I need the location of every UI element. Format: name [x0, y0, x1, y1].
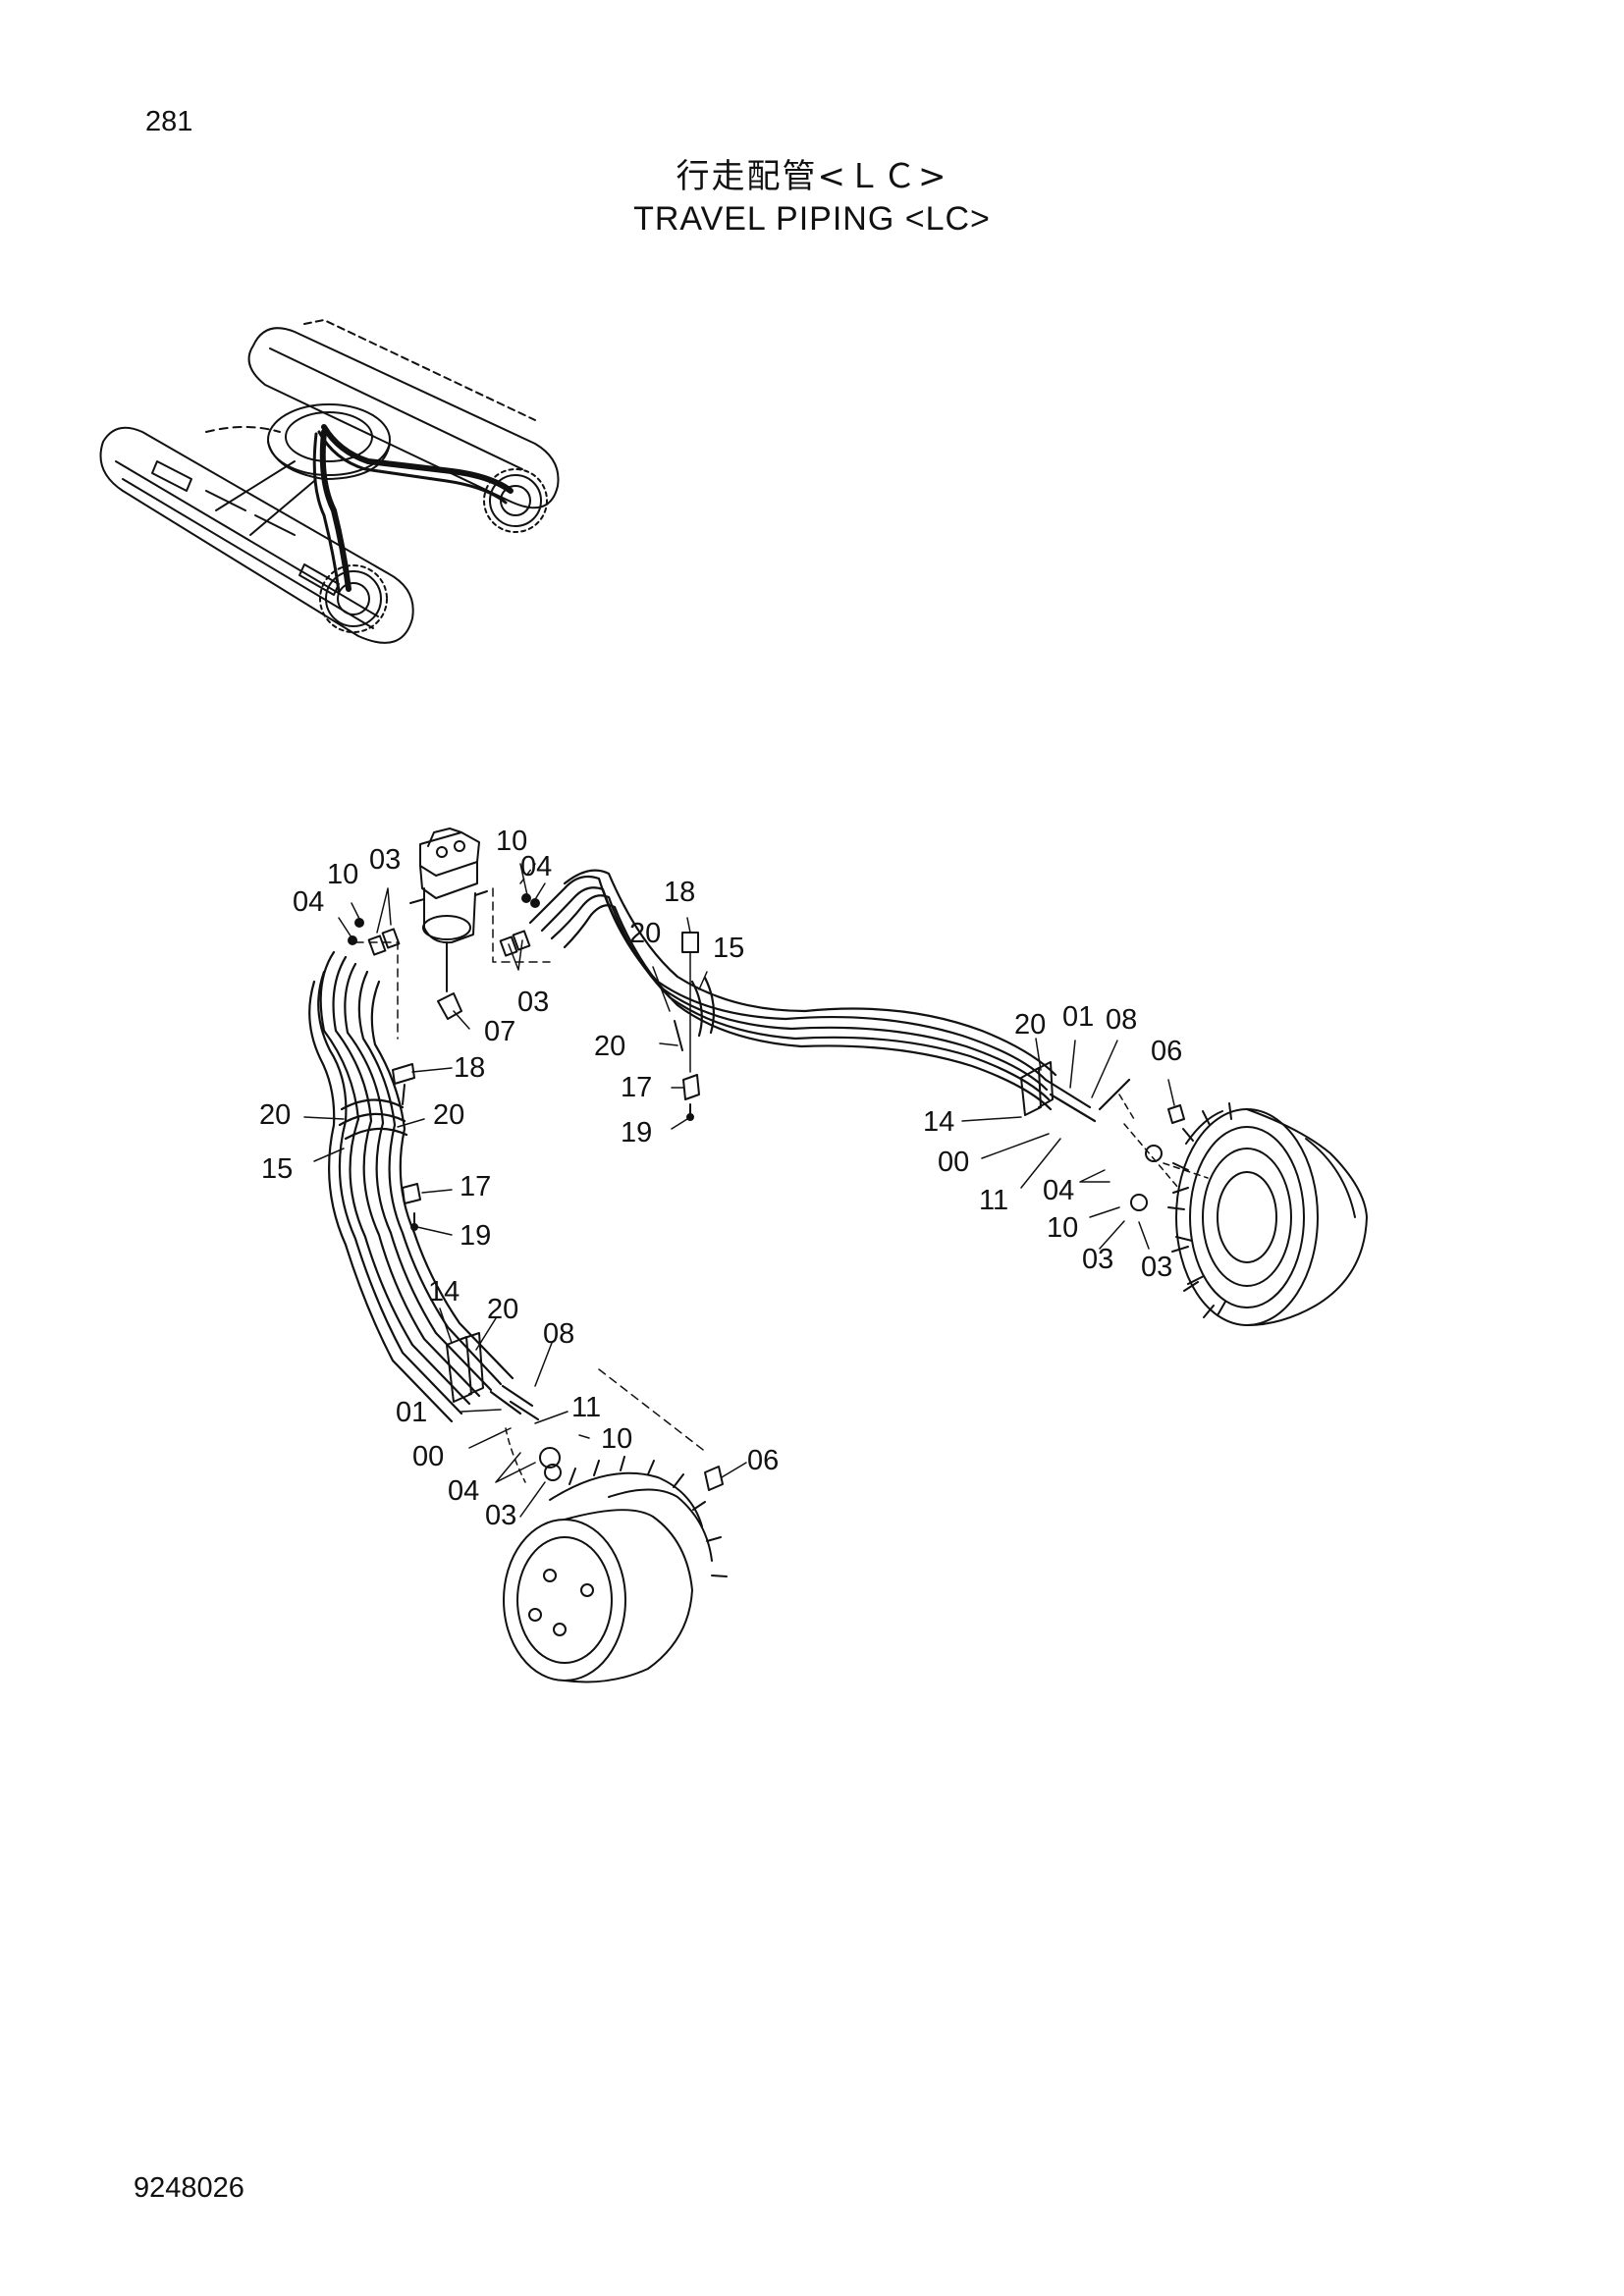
- callout-label: 10: [601, 1423, 632, 1455]
- clamp-lower: [446, 1332, 484, 1403]
- callout-label: 14: [428, 1276, 460, 1308]
- title-japanese: 行走配管<ＬＣ>: [676, 157, 948, 196]
- undercarriage-overview: [99, 319, 560, 644]
- callout-label: 20: [629, 918, 661, 949]
- document-code: 9248026: [134, 2172, 244, 2204]
- clamp-assembly-left: [392, 1063, 421, 1231]
- callout-label: 01: [396, 1397, 427, 1428]
- callout-label: 04: [448, 1475, 479, 1507]
- clamp-assembly-mid: [674, 932, 700, 1121]
- callout-label: 00: [412, 1441, 444, 1472]
- callout-label: 18: [664, 877, 695, 908]
- callout-label: 19: [621, 1117, 652, 1148]
- left-hose-bundle: [308, 950, 540, 1423]
- callout-label: 10: [327, 859, 358, 890]
- title-english: TRAVEL PIPING <LC>: [633, 200, 991, 238]
- callout-label: 15: [713, 933, 744, 964]
- callout-label: 03: [517, 987, 549, 1018]
- lower-travel-motor: [503, 1368, 728, 1683]
- callout-label: 03: [369, 844, 401, 876]
- callout-label: 04: [293, 886, 324, 918]
- callout-label: 20: [1014, 1009, 1046, 1041]
- callout-label: 11: [571, 1392, 601, 1423]
- callout-label: 19: [460, 1220, 491, 1252]
- leader-lines: [303, 863, 1175, 1518]
- callout-label: 20: [487, 1294, 518, 1325]
- callout-label: 10: [496, 826, 527, 857]
- callout-label: 20: [433, 1099, 464, 1131]
- callout-label: 20: [259, 1099, 291, 1131]
- callout-label: 06: [747, 1445, 779, 1476]
- callout-labels: 10 03 04 10 04 03 07 18 20 15 20 17 19 1…: [259, 826, 1182, 1531]
- callout-label: 08: [1106, 1004, 1137, 1036]
- callout-label: 04: [1043, 1175, 1074, 1206]
- callout-label: 11: [979, 1185, 1008, 1216]
- callout-label: 04: [520, 851, 552, 882]
- callout-label: 00: [938, 1147, 969, 1178]
- callout-label: 03: [485, 1500, 516, 1531]
- callout-label: 14: [923, 1106, 954, 1138]
- callout-label: 03: [1141, 1252, 1172, 1283]
- callout-label: 17: [621, 1072, 652, 1103]
- callout-label: 15: [261, 1153, 293, 1185]
- callout-label: 07: [484, 1016, 515, 1047]
- clamp-right: [1020, 1061, 1054, 1116]
- center-fittings: [348, 893, 540, 957]
- callout-label: 01: [1062, 1001, 1094, 1033]
- callout-label: 03: [1082, 1244, 1113, 1275]
- callout-label: 20: [594, 1031, 625, 1062]
- right-travel-motor: [1118, 1094, 1368, 1326]
- right-hose-bundle: [528, 869, 1131, 1123]
- callout-label: 17: [460, 1171, 491, 1202]
- callout-label: 06: [1151, 1036, 1182, 1067]
- page-number: 281: [145, 106, 193, 137]
- callout-label: 18: [454, 1052, 485, 1084]
- callout-label: 08: [543, 1318, 574, 1350]
- callout-label: 10: [1047, 1212, 1078, 1244]
